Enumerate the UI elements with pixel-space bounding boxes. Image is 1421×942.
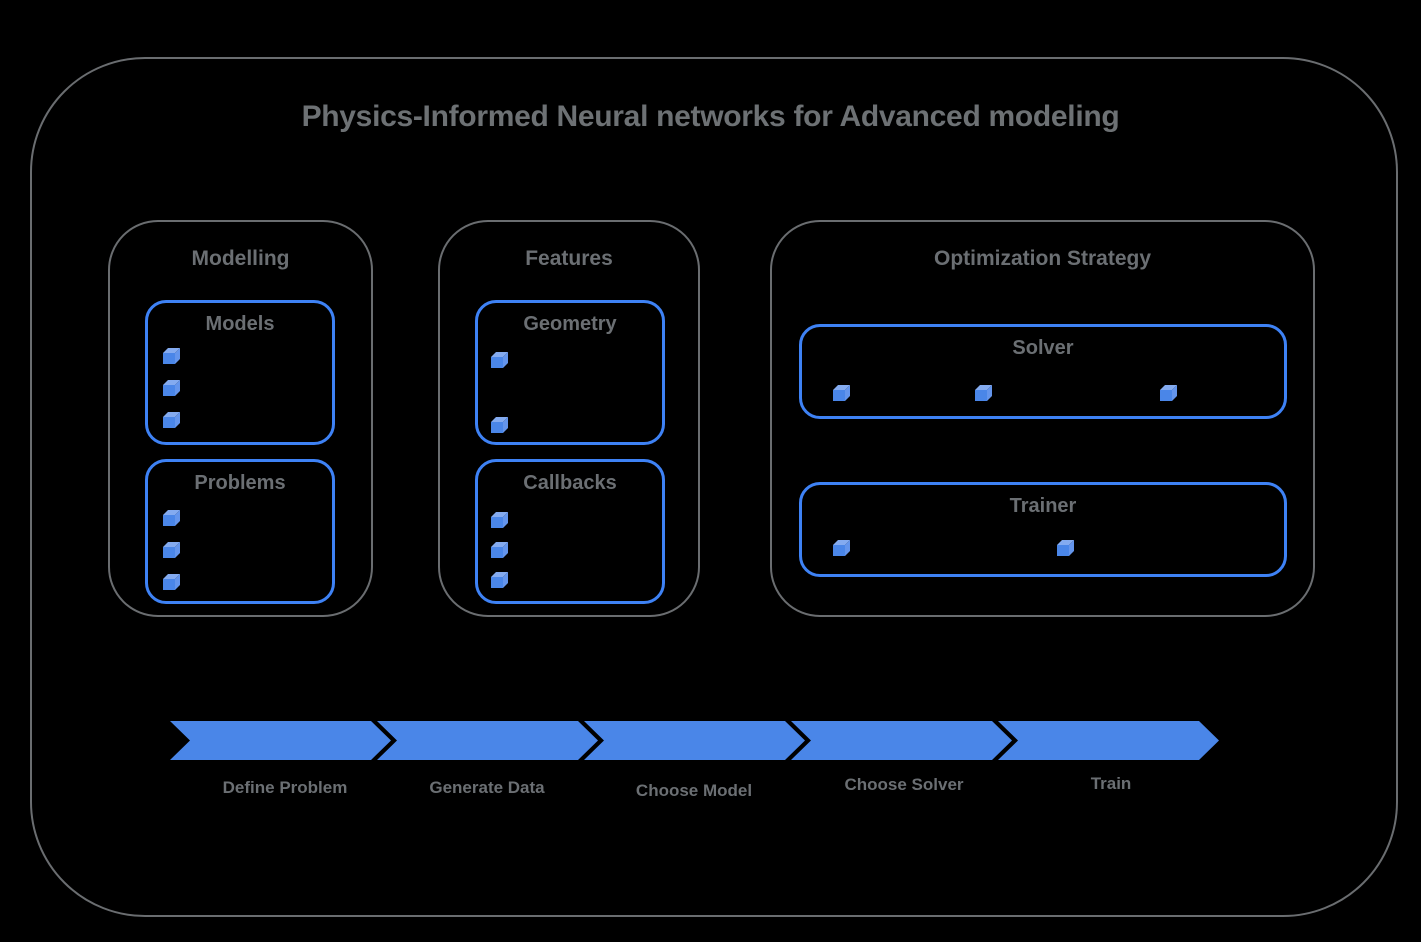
cube-icon — [491, 512, 508, 528]
flow-step-label: Train — [1090, 774, 1132, 793]
cube-icon — [1057, 540, 1074, 556]
flow-step-label: Choose Solver — [844, 775, 964, 794]
bullet-list-solver — [802, 385, 1284, 401]
section-modelling-title: Modelling — [191, 247, 290, 270]
diagram-title: Physics-Informed Neural networks for Adv… — [301, 100, 1120, 133]
cube-icon — [163, 542, 180, 558]
flow-arrow-segment — [584, 721, 805, 760]
process-flow: Define Problem Generate Data Choose Mode… — [170, 721, 1221, 831]
group-geometry-title: Geometry — [523, 313, 617, 335]
group-problems-title: Problems — [194, 472, 286, 494]
bullet-list-models — [163, 348, 180, 428]
section-modelling: Modelling Models Problems — [108, 220, 373, 617]
cube-icon — [1160, 385, 1177, 401]
flow-arrow-segment — [377, 721, 598, 760]
cube-icon — [163, 412, 180, 428]
flow-arrow-segment — [998, 721, 1219, 760]
cube-icon — [491, 572, 508, 588]
group-callbacks: Callbacks — [475, 459, 665, 604]
bullet-list-callbacks — [491, 512, 508, 588]
cube-icon — [491, 542, 508, 558]
cube-icon — [491, 352, 508, 368]
cube-icon — [975, 385, 992, 401]
flow-arrow-segment — [170, 721, 391, 760]
bullet-list-problems — [163, 510, 180, 590]
group-solver: Solver — [799, 324, 1287, 419]
flow-step-label: Generate Data — [429, 778, 545, 797]
section-optimization-title: Optimization Strategy — [933, 247, 1152, 270]
cube-icon — [491, 417, 508, 433]
flow-step-label: Choose Model — [635, 781, 753, 800]
group-problems: Problems — [145, 459, 335, 604]
group-models: Models — [145, 300, 335, 445]
group-callbacks-title: Callbacks — [523, 472, 617, 494]
cube-icon — [163, 574, 180, 590]
group-trainer: Trainer — [799, 482, 1287, 577]
flow-step-label: Define Problem — [222, 778, 348, 797]
section-optimization-strategy: Optimization Strategy Solver Trainer — [770, 220, 1315, 617]
group-trainer-title: Trainer — [1009, 495, 1077, 517]
flow-arrow-segment — [791, 721, 1012, 760]
group-solver-title: Solver — [1012, 337, 1074, 359]
bullet-list-trainer — [802, 540, 1284, 556]
cube-icon — [163, 510, 180, 526]
cube-icon — [833, 385, 850, 401]
cube-icon — [833, 540, 850, 556]
bullet-list-geometry — [491, 352, 508, 433]
group-models-title: Models — [205, 313, 275, 335]
section-features: Features Geometry Callbacks — [438, 220, 700, 617]
diagram-frame — [30, 57, 1398, 917]
cube-icon — [163, 348, 180, 364]
section-features-title: Features — [525, 247, 613, 270]
cube-icon — [163, 380, 180, 396]
group-geometry: Geometry — [475, 300, 665, 445]
